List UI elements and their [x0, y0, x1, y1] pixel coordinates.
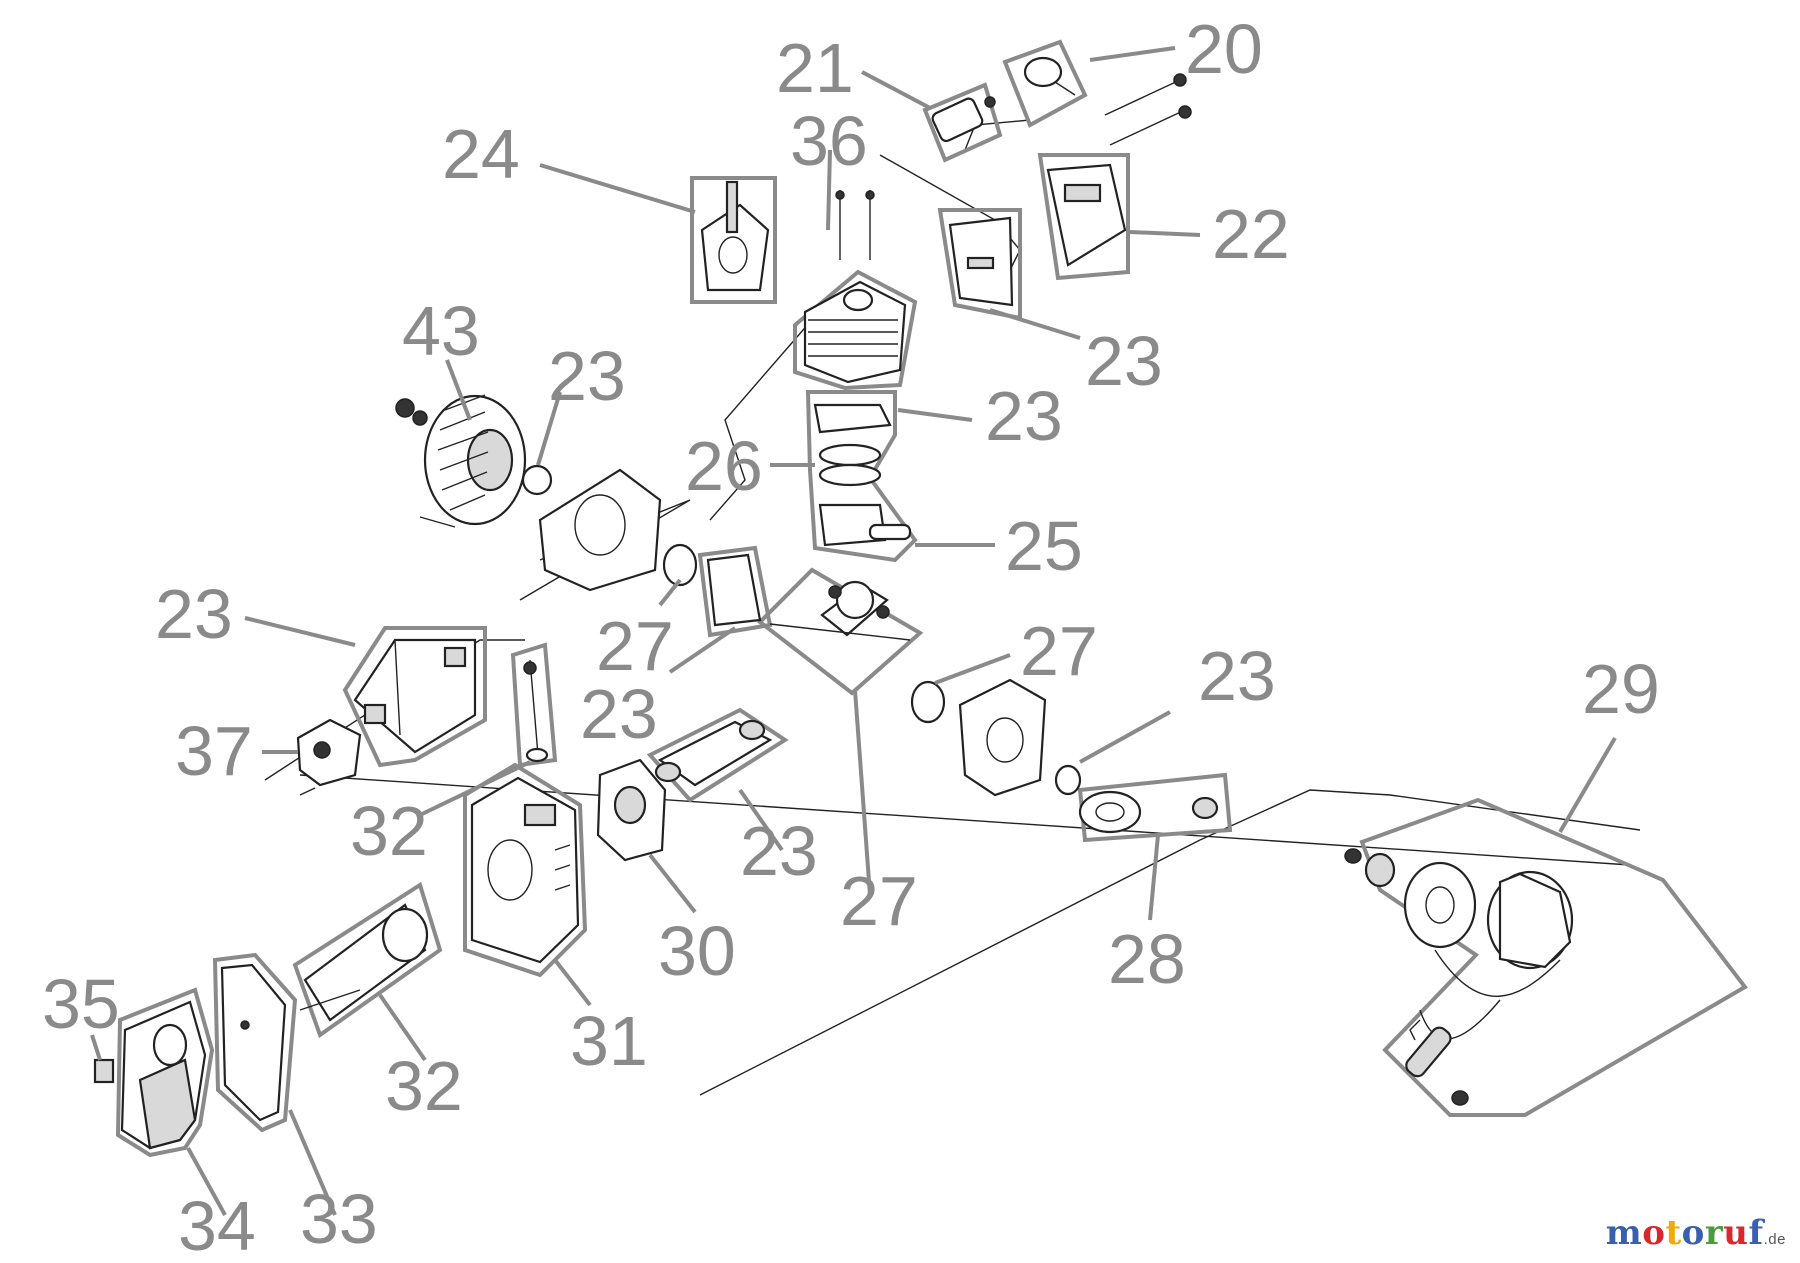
callout-34: 34 [178, 1187, 256, 1263]
callout-27: 27 [840, 862, 918, 940]
brand-letter: f [1748, 1213, 1764, 1253]
group-outline-cylinder [793, 269, 918, 391]
callout-31: 31 [570, 1002, 648, 1080]
muffler-part [1046, 73, 1192, 267]
fuel-tank-part [470, 776, 580, 964]
bracket-part [353, 638, 477, 754]
parts [93, 56, 1574, 1150]
callout-27: 27 [1020, 612, 1098, 690]
callout-23: 23 [155, 575, 233, 653]
callout-43: 43 [402, 292, 480, 370]
group-outline-piston [805, 390, 918, 563]
group-outline-clutch [1077, 772, 1233, 843]
brand-letter: r [1704, 1213, 1724, 1253]
callout-29: 29 [1582, 650, 1660, 728]
callout-28: 28 [1108, 920, 1186, 998]
carburetor-part [596, 758, 667, 862]
screw-part [93, 1058, 115, 1084]
callout-36: 36 [790, 102, 868, 180]
group-outline-insulator [646, 707, 789, 803]
callout-33: 33 [300, 1180, 378, 1258]
callout-22: 22 [1212, 195, 1290, 273]
group-outline-crankshaft [756, 567, 924, 696]
group-outline-bracket [342, 626, 487, 768]
callout-23: 23 [1085, 322, 1163, 400]
group-outline-fuel-tank [463, 762, 588, 978]
group-outline-air-filter [115, 987, 215, 1158]
callout-23: 23 [985, 377, 1063, 455]
group-outline-crank-gasket [697, 545, 773, 638]
callout-32: 32 [350, 792, 428, 870]
brand-logo: motoruf.de [1606, 1213, 1786, 1253]
callout-23: 23 [740, 812, 818, 890]
callout-30: 30 [658, 912, 736, 990]
callout-32: 32 [385, 1047, 463, 1125]
air-cover-part [220, 963, 287, 1122]
flywheel-part [395, 394, 553, 528]
recoil-starter-part [1344, 848, 1574, 1106]
crankshaft-part [769, 580, 911, 641]
piston-part [813, 403, 912, 547]
muffler-gasket-port [966, 256, 995, 270]
callout-25: 25 [1005, 507, 1083, 585]
assembly-lines [264, 119, 1641, 1096]
ignition-coil-part [700, 180, 770, 292]
insulator-part [654, 719, 773, 787]
crankcase-right-part [958, 678, 1047, 797]
spark-plug-part [931, 96, 996, 143]
group-outline-carb-base [292, 881, 443, 1039]
throttle-part [296, 718, 362, 796]
group-outline-spark-plug [922, 82, 1003, 163]
brand-letter: m [1605, 1213, 1643, 1253]
callout-37: 37 [175, 712, 253, 790]
callout-26: 26 [685, 427, 763, 505]
crank-gasket-part [706, 553, 762, 627]
brand-suffix: .de [1763, 1231, 1786, 1248]
leader-lines [90, 46, 1617, 1216]
group-outline-spark-wire [510, 642, 558, 768]
crankcase-half-part [538, 468, 662, 592]
brand-letter: o [1642, 1213, 1666, 1253]
air-filter-part [120, 1000, 207, 1150]
callout-23: 23 [548, 337, 626, 415]
brand-letter: u [1723, 1213, 1749, 1253]
callout-21: 21 [776, 29, 854, 107]
group-outline-muffler [1037, 153, 1130, 281]
brand-letter: o [1681, 1213, 1705, 1253]
carb-base-part [299, 903, 429, 1022]
air-cover-screw [240, 1020, 250, 1030]
group-outline-ignition-coil [690, 176, 777, 304]
bearing-left-part [662, 543, 698, 587]
callout-35: 35 [42, 965, 120, 1043]
spark-cap-part [1023, 56, 1076, 96]
callout-20: 20 [1185, 10, 1263, 88]
group-outlines [115, 39, 1748, 1158]
spark-wire-part [523, 659, 549, 763]
callout-24: 24 [442, 115, 520, 193]
brand-letter: t [1665, 1213, 1682, 1253]
bearing-right-part [910, 680, 946, 724]
callout-23: 23 [1198, 637, 1276, 715]
seal-right-part [1054, 764, 1082, 796]
callout-labels: 20 21 36 24 22 23 43 23 23 26 25 23 27 2… [42, 10, 1660, 1263]
callout-27: 27 [596, 607, 674, 685]
callout-23: 23 [580, 675, 658, 753]
group-outline-air-cover [212, 952, 298, 1133]
cylinder-part [803, 190, 907, 384]
clutch-part [1078, 790, 1219, 834]
group-outline-cap [1002, 39, 1088, 128]
